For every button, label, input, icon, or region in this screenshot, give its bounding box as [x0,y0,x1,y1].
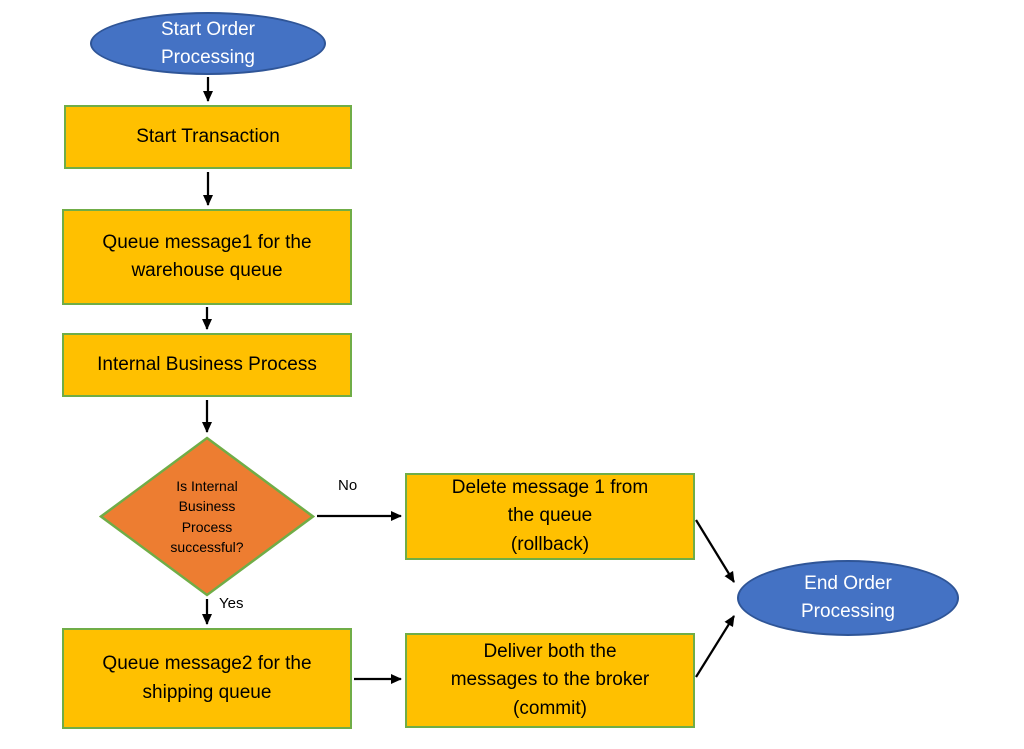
node-start-order-processing: Start Order Processing [90,12,326,75]
node-label: Is Internal Business Process successful? [170,477,244,555]
node-queue-message2: Queue message2 for the shipping queue [62,628,352,729]
edge-label-no: No [338,477,358,494]
diamond-shape [99,436,315,597]
edge-delete-to-end [695,519,735,583]
edge-label-yes: Yes [219,595,244,612]
node-end-order-processing: End Order Processing [737,560,959,636]
node-queue-message1: Queue message1 for the warehouse queue [62,209,352,305]
node-delete-message1-rollback: Delete message 1 from the queue (rollbac… [405,473,695,560]
node-decision-is-process-successful: Is Internal Business Process successful? [99,436,315,597]
node-deliver-messages-commit: Deliver both the messages to the broker … [405,633,695,728]
node-start-transaction: Start Transaction [64,105,352,169]
node-internal-business-process: Internal Business Process [62,333,352,397]
edge-deliver-to-end [695,615,735,678]
